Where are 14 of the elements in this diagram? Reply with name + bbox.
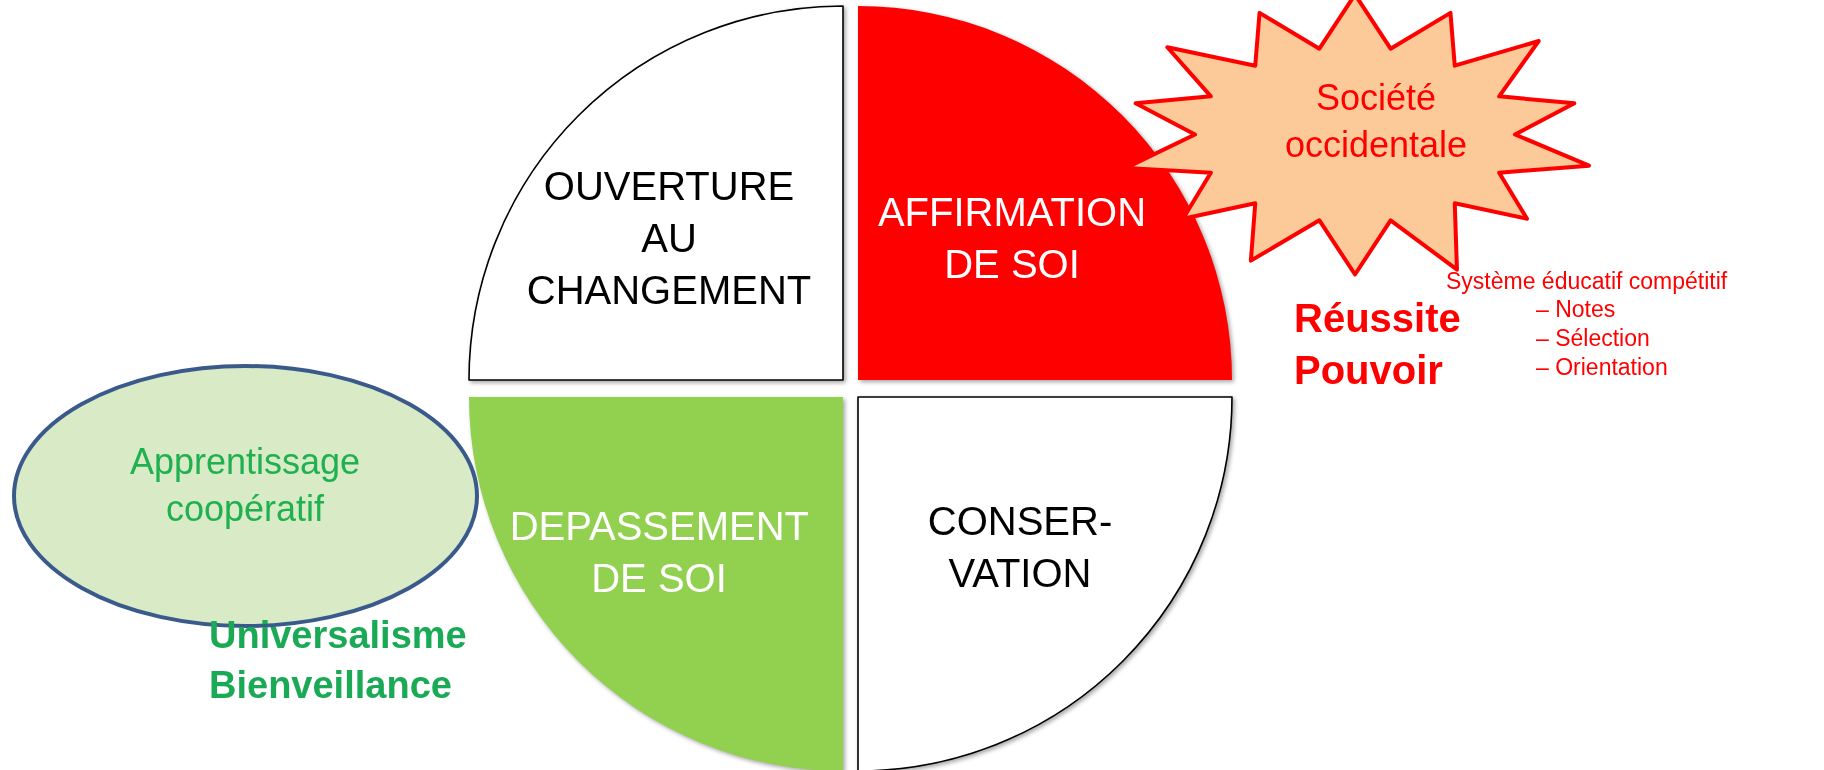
value-label: Bienveillance xyxy=(209,664,452,707)
star-text: Société occidentale xyxy=(1283,76,1469,167)
value-label: Universalisme xyxy=(209,614,467,657)
sector-label: AFFIRMATION DE SOI xyxy=(877,189,1147,288)
sector-label: OUVERTURE AU CHANGEMENT xyxy=(526,163,812,314)
value-label: Pouvoir xyxy=(1294,348,1443,393)
sector-label: CONSER- VATION xyxy=(927,498,1113,597)
list-item: – Notes xyxy=(1536,296,1616,323)
sector-label: DEPASSEMENT DE SOI xyxy=(509,503,809,602)
note-heading: Système éducatif compétitif xyxy=(1446,268,1728,295)
value-label: Réussite xyxy=(1294,296,1461,341)
list-item: – Orientation xyxy=(1536,354,1668,381)
list-item: – Sélection xyxy=(1536,325,1650,352)
ellipse-text: Apprentissage coopératif xyxy=(128,440,362,531)
